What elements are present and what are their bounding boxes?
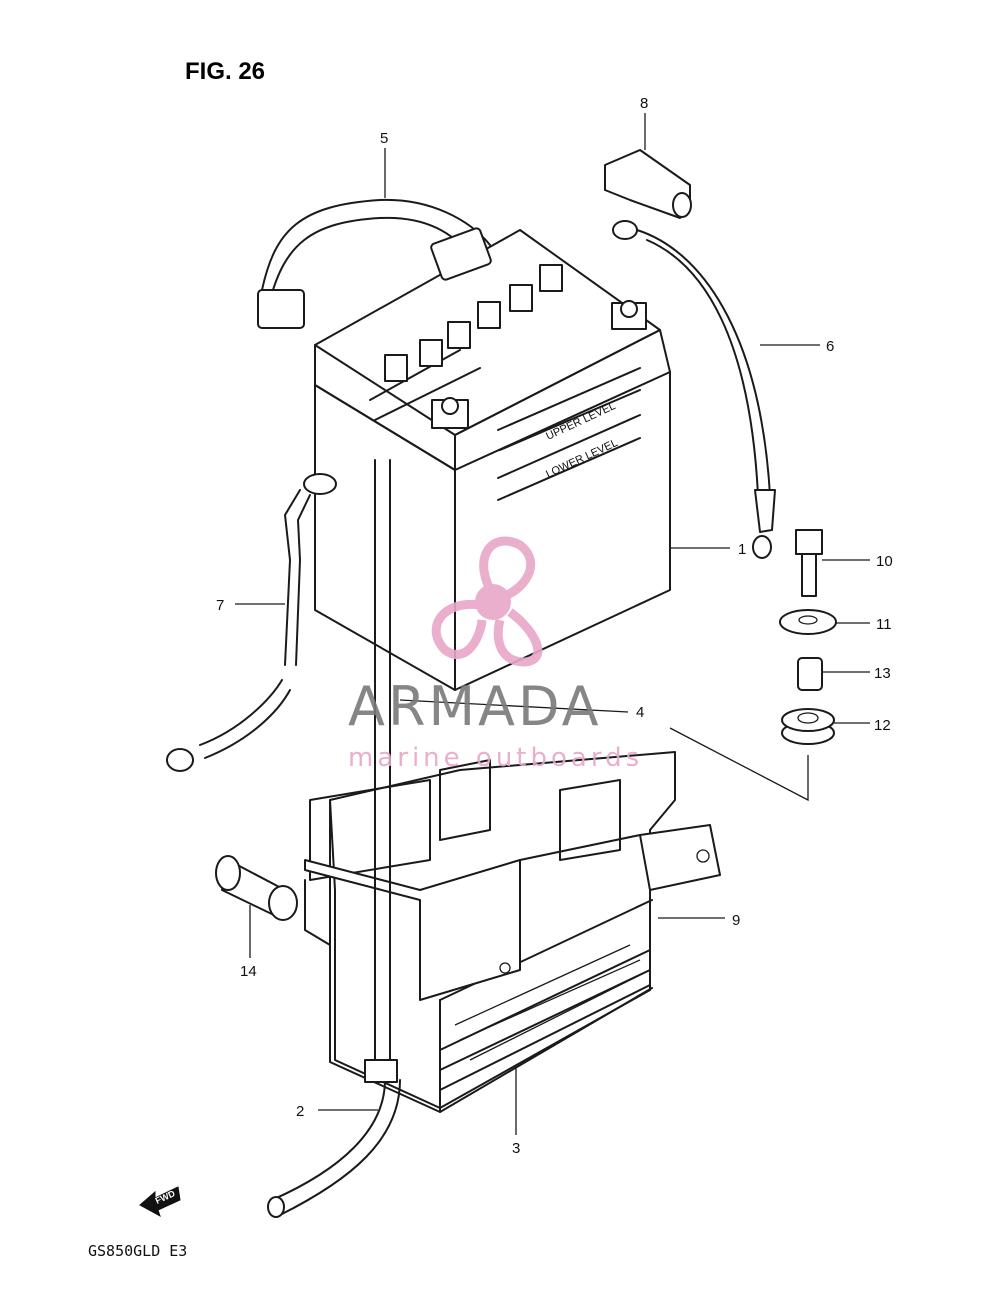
callout-9: 9 xyxy=(732,912,740,929)
callout-10: 10 xyxy=(876,553,893,570)
battery-bracket xyxy=(304,824,721,1001)
battery-strap xyxy=(257,198,492,329)
callout-8: 8 xyxy=(640,95,648,112)
bolt xyxy=(795,529,823,597)
callout-14: 14 xyxy=(240,963,257,980)
forward-arrow: FWD xyxy=(139,1186,181,1218)
callout-3: 3 xyxy=(512,1140,520,1157)
callout-11: 11 xyxy=(876,616,892,633)
callout-6: 6 xyxy=(826,338,834,355)
spacer xyxy=(797,657,823,691)
grommet xyxy=(781,708,835,745)
cell-caps xyxy=(384,264,563,382)
callout-12: 12 xyxy=(874,717,891,734)
terminal-negative xyxy=(431,397,469,429)
callout-labels: 1 2 3 4 5 6 7 8 9 10 11 12 13 14 xyxy=(216,95,893,1157)
callout-7: 7 xyxy=(216,597,224,614)
battery: UPPER LEVEL LOWER LEVEL xyxy=(314,229,671,691)
model-code: GS850GLD E3 xyxy=(88,1242,187,1260)
figure-title: FIG. 26 xyxy=(185,58,265,85)
callout-13: 13 xyxy=(874,665,891,682)
callout-5: 5 xyxy=(380,130,388,147)
watermark-title: ARMADA xyxy=(348,675,602,738)
terminal-cover xyxy=(604,149,692,219)
armada-watermark: ARMADA marine outboards xyxy=(348,536,643,773)
breather-tube xyxy=(267,459,401,1218)
watermark-subtitle: marine outboards xyxy=(348,743,643,773)
callout-1: 1 xyxy=(738,541,746,558)
battery-cable-negative xyxy=(166,473,337,772)
leader-lines xyxy=(235,113,870,1135)
callout-4: 4 xyxy=(636,704,644,721)
washer xyxy=(779,609,837,635)
battery-cable-positive xyxy=(612,220,776,559)
callout-2: 2 xyxy=(296,1103,304,1120)
terminal-positive xyxy=(611,300,647,330)
propeller-logo-icon xyxy=(431,536,543,667)
cushion xyxy=(215,855,298,921)
